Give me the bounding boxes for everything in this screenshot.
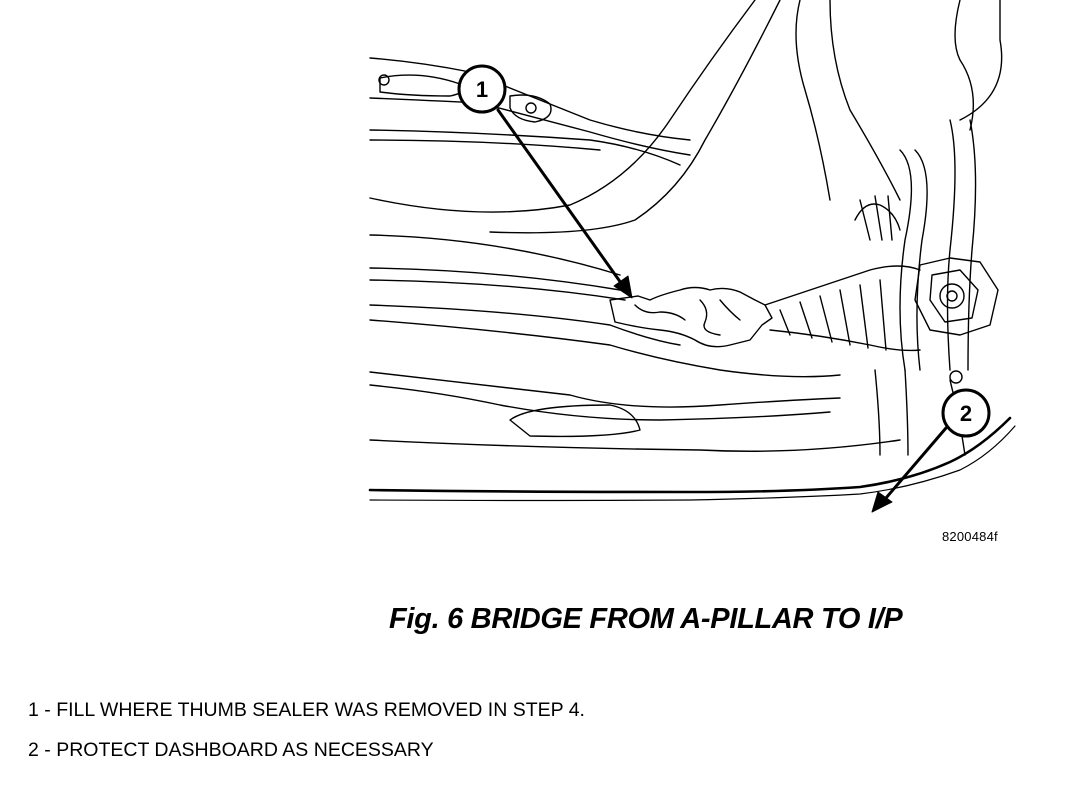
dashboard-edge [368,416,1016,502]
callout-1-number: 1 [476,77,488,102]
legend-item-1-text: FILL WHERE THUMB SEALER WAS REMOVED IN S… [56,699,585,721]
legend-item-separator: - [44,739,57,761]
bolt-assembly [914,257,999,336]
legend-item-2-text: PROTECT DASHBOARD AS NECESSARY [56,739,434,761]
callout-2-number: 2 [960,401,972,426]
callout-legend: 1 - FILL WHERE THUMB SEALER WAS REMOVED … [28,700,585,780]
a-pillar [369,0,1003,234]
windshield-frame [369,57,691,166]
line-art-illustration: 1 2 [360,0,1030,530]
legend-item-1: 1 - FILL WHERE THUMB SEALER WAS REMOVED … [28,700,585,720]
sealer-patch [609,286,773,348]
figure-image-id: 8200484f [942,529,998,544]
legend-item-separator: - [44,699,57,721]
figure-caption: Fig. 6 BRIDGE FROM A-PILLAR TO I/P [389,603,903,635]
wiring-harness [764,119,977,371]
callout-1 [457,64,633,299]
callout-2 [871,388,991,513]
dashboard-surfaces [369,234,901,452]
legend-item-1-number: 1 [28,699,39,721]
legend-item-2: 2 - PROTECT DASHBOARD AS NECESSARY [28,740,585,760]
legend-item-2-number: 2 [28,739,39,761]
